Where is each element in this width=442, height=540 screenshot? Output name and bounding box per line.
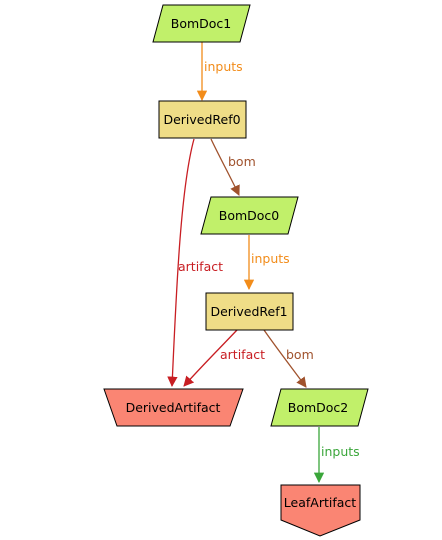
node-label: DerivedRef0 <box>163 112 240 127</box>
node-shape-rectangle <box>158 100 247 139</box>
edge-derivedref1-bomdoc2: bom <box>263 329 314 388</box>
node-shape-inverted-trapezium <box>103 388 244 427</box>
edge-label-inputs: inputs <box>251 251 290 266</box>
edge-bomdoc1-derivedref0: inputs <box>196 42 243 102</box>
edge-label-bom: bom <box>286 347 314 362</box>
node-label: BomDoc0 <box>219 208 280 223</box>
node-shape-parallelogram <box>152 4 251 43</box>
edge-bomdoc0-derivedref1: inputs <box>243 235 290 291</box>
node-bomdoc0[interactable]: BomDoc0 <box>200 196 299 235</box>
node-label: LeafArtifact <box>284 495 356 510</box>
edge-label-inputs: inputs <box>204 59 243 74</box>
edge-line <box>263 329 307 388</box>
node-bomdoc2[interactable]: BomDoc2 <box>270 388 369 427</box>
node-shape-rectangle <box>205 292 294 331</box>
node-label: BomDoc1 <box>171 16 232 31</box>
node-leafartifact[interactable]: LeafArtifact <box>280 484 361 537</box>
node-derivedartifact[interactable]: DerivedArtifact <box>103 388 244 427</box>
edge-derivedref0-derivedartifact: artifact <box>167 138 223 388</box>
edge-label-inputs: inputs <box>321 444 360 459</box>
node-label: BomDoc2 <box>288 400 349 415</box>
edge-line <box>210 138 240 196</box>
edge-label-bom: bom <box>228 154 256 169</box>
edge-derivedref0-bomdoc0: bom <box>210 138 256 196</box>
edge-label-artifact: artifact <box>178 259 223 274</box>
edge-bomdoc2-leafartifact: inputs <box>313 427 360 484</box>
node-label: DerivedArtifact <box>126 400 221 415</box>
edge-line <box>183 329 238 387</box>
node-shape-parallelogram <box>270 388 369 427</box>
edge-label-artifact: artifact <box>220 347 265 362</box>
node-derivedref0[interactable]: DerivedRef0 <box>158 100 247 139</box>
node-label: DerivedRef1 <box>210 304 287 319</box>
edge-line <box>167 138 195 388</box>
node-bomdoc1[interactable]: BomDoc1 <box>152 4 251 43</box>
edge-derivedref1-derivedartifact: artifact <box>183 329 265 387</box>
node-shape-parallelogram <box>200 196 299 235</box>
node-shape-pentagon-down <box>280 484 361 537</box>
node-derivedref1[interactable]: DerivedRef1 <box>205 292 294 331</box>
